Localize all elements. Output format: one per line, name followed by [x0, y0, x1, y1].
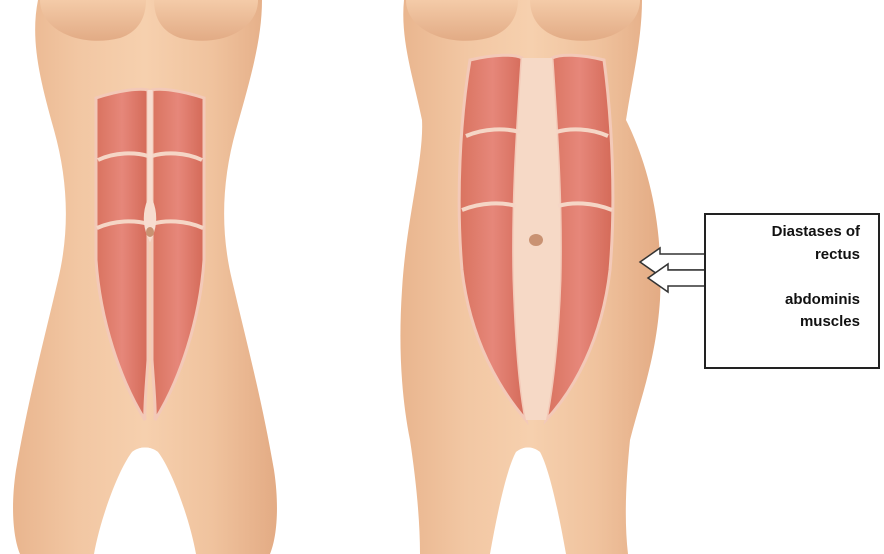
label-line-2: rectus — [815, 246, 860, 264]
label-line-3: abdominis — [785, 291, 860, 309]
figure-normal-abdomen — [13, 0, 277, 554]
figure-diastasis-abdomen — [400, 0, 660, 554]
label-box: Diastases of rectus abdominis muscles — [704, 213, 880, 369]
thigh-gap-right — [514, 448, 540, 554]
thigh-gap-left — [131, 448, 158, 554]
label-line-4: muscles — [800, 313, 860, 331]
label-line-1: Diastases of — [772, 223, 860, 241]
